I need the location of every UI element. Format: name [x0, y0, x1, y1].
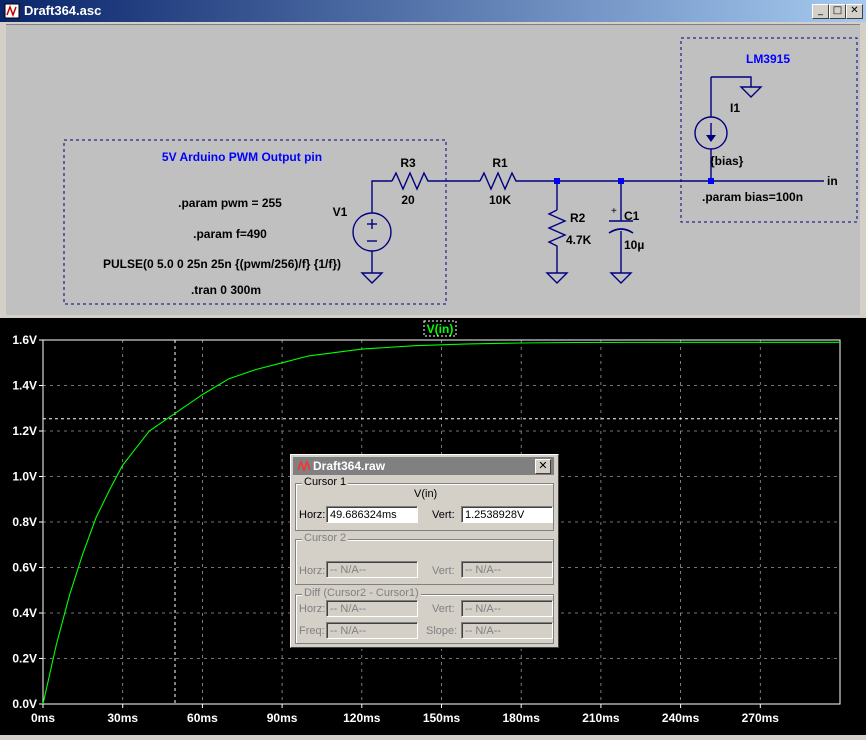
- x-tick-label: 240ms: [662, 711, 700, 725]
- trace-label-box[interactable]: [423, 320, 457, 337]
- r1-value[interactable]: 10K: [489, 193, 511, 207]
- diff-freq-field: -- N/A--: [326, 622, 418, 639]
- tran-directive[interactable]: .tran 0 300m: [191, 283, 261, 297]
- trace-label[interactable]: V(in): [427, 322, 454, 336]
- cursor2-horz-field: -- N/A--: [326, 561, 418, 578]
- y-tick-label: 1.2V: [12, 424, 37, 438]
- r3-resistor[interactable]: [391, 171, 430, 191]
- ground-symbols: [360, 86, 763, 284]
- wires: [371, 76, 824, 273]
- diff-group: Diff (Cursor2 - Cursor1) Horz: -- N/A-- …: [295, 587, 554, 644]
- x-axis-ticks: 0ms 30ms 60ms 90ms 120ms 150ms 180ms 210ms 240ms…: [31, 704, 779, 725]
- ltspice-wave-icon: [297, 459, 311, 473]
- y-tick-label: 0.0V: [12, 697, 37, 711]
- x-tick-label: 210ms: [582, 711, 620, 725]
- diff-slope-field: -- N/A--: [461, 622, 553, 639]
- cursor1-trace-name: V(in): [414, 488, 438, 500]
- y-tick-label: 1.0V: [12, 470, 37, 484]
- pulse-source-value[interactable]: PULSE(0 5.0 0 25n 25n {(pwm/256)/f} {1/f…: [103, 257, 341, 271]
- arduino-box: [63, 139, 447, 305]
- dialog-title: Draft364.raw: [313, 459, 386, 473]
- junction-i1: [708, 178, 714, 184]
- close-button[interactable]: ✕: [846, 4, 863, 19]
- y-tick-label: 0.2V: [12, 652, 37, 666]
- param-bias-directive[interactable]: .param bias=100n: [702, 190, 803, 204]
- dialog-title-bar[interactable]: Draft364.raw ✕: [293, 457, 554, 475]
- cursor2-vert-field: -- N/A--: [461, 561, 553, 578]
- r3-value[interactable]: 20: [401, 193, 415, 207]
- cursor1-horz-field[interactable]: 49.686324ms: [326, 506, 418, 523]
- diff-group-label: Diff (Cursor2 - Cursor1): [302, 587, 421, 599]
- y-tick-label: 0.8V: [12, 515, 37, 529]
- trace-v-in[interactable]: [42, 341, 840, 705]
- cursor1-horz-label: Horz:: [299, 509, 326, 521]
- r1-resistor[interactable]: [479, 171, 520, 191]
- window-title: Draft364.asc: [24, 3, 102, 18]
- maximize-button[interactable]: □: [829, 4, 846, 19]
- cursor2-horz-label: Horz:: [299, 565, 326, 577]
- v1-label: V1: [333, 205, 348, 219]
- lm3915-title: LM3915: [746, 52, 790, 66]
- x-tick-label: 60ms: [187, 711, 218, 725]
- diff-vert-label: Vert:: [432, 603, 455, 615]
- r2-label: R2: [570, 211, 586, 225]
- x-tick-label: 270ms: [742, 711, 780, 725]
- c1-polarity-mark: +: [611, 206, 617, 217]
- junction-r1-r2: [554, 178, 560, 184]
- schematic-canvas[interactable]: 5V Arduino PWM Output pin .param pwm = 2…: [6, 25, 860, 315]
- diff-horz-label: Horz:: [299, 603, 326, 615]
- param-pwm-directive[interactable]: .param pwm = 255: [178, 196, 282, 210]
- ltspice-app-icon: [4, 3, 20, 19]
- i1-label: I1: [730, 101, 740, 115]
- cursor1-group-label: Cursor 1: [302, 476, 349, 488]
- r1-label: R1: [492, 156, 508, 170]
- y-axis-ticks: 1.6V 1.4V 1.2V 1.0V 0.8V 0.6V 0.4V 0.2V 0.0V: [12, 333, 43, 711]
- cursor1-vert-field[interactable]: 1.2538928V: [461, 506, 553, 523]
- v1-voltage-source[interactable]: [352, 212, 392, 252]
- cursor2-group: Cursor 2 Horz: -- N/A-- Vert: -- N/A--: [295, 532, 554, 585]
- i1-current-source[interactable]: [694, 116, 728, 150]
- x-tick-label: 180ms: [503, 711, 541, 725]
- y-tick-label: 0.4V: [12, 606, 37, 620]
- x-tick-label: 90ms: [267, 711, 298, 725]
- title-bar[interactable]: Draft364.asc _ □ ✕: [0, 0, 866, 22]
- y-tick-label: 1.4V: [12, 379, 37, 393]
- cursor1-vert-label: Vert:: [432, 509, 455, 521]
- net-label-in[interactable]: in: [827, 174, 838, 188]
- junction-c1: [618, 178, 624, 184]
- c1-label: C1: [624, 209, 640, 223]
- diff-freq-label: Freq:: [299, 625, 325, 637]
- cursor-readout-dialog[interactable]: Draft364.raw ✕ Cursor 1 V(in) Horz: 49.6…: [290, 454, 559, 648]
- cursor2-vert-label: Vert:: [432, 565, 455, 577]
- schematic-pane[interactable]: 5V Arduino PWM Output pin .param pwm = 2…: [6, 24, 860, 315]
- diff-vert-field: -- N/A--: [461, 600, 553, 617]
- arduino-box-title: 5V Arduino PWM Output pin: [162, 150, 322, 164]
- c1-capacitor[interactable]: [608, 220, 634, 234]
- cursor-1-crosshair[interactable]: [43, 340, 840, 704]
- x-tick-label: 30ms: [107, 711, 138, 725]
- cursor1-group: Cursor 1 V(in) Horz: 49.686324ms Vert: 1…: [295, 476, 554, 531]
- i1-value[interactable]: {bias}: [710, 154, 744, 168]
- dialog-close-button[interactable]: ✕: [535, 459, 551, 474]
- diff-slope-label: Slope:: [426, 625, 458, 637]
- param-f-directive[interactable]: .param f=490: [193, 227, 267, 241]
- x-tick-label: 0ms: [31, 711, 55, 725]
- x-tick-label: 120ms: [343, 711, 381, 725]
- r3-label: R3: [400, 156, 416, 170]
- minimize-button[interactable]: _: [812, 4, 829, 19]
- diff-horz-field: -- N/A--: [326, 600, 418, 617]
- r2-value[interactable]: 4.7K: [566, 233, 592, 247]
- x-tick-label: 150ms: [423, 711, 461, 725]
- y-tick-label: 1.6V: [12, 333, 37, 347]
- r2-resistor[interactable]: [547, 209, 567, 250]
- y-tick-label: 0.6V: [12, 561, 37, 575]
- cursor2-group-label: Cursor 2: [302, 532, 349, 544]
- c1-value[interactable]: 10µ: [624, 238, 644, 252]
